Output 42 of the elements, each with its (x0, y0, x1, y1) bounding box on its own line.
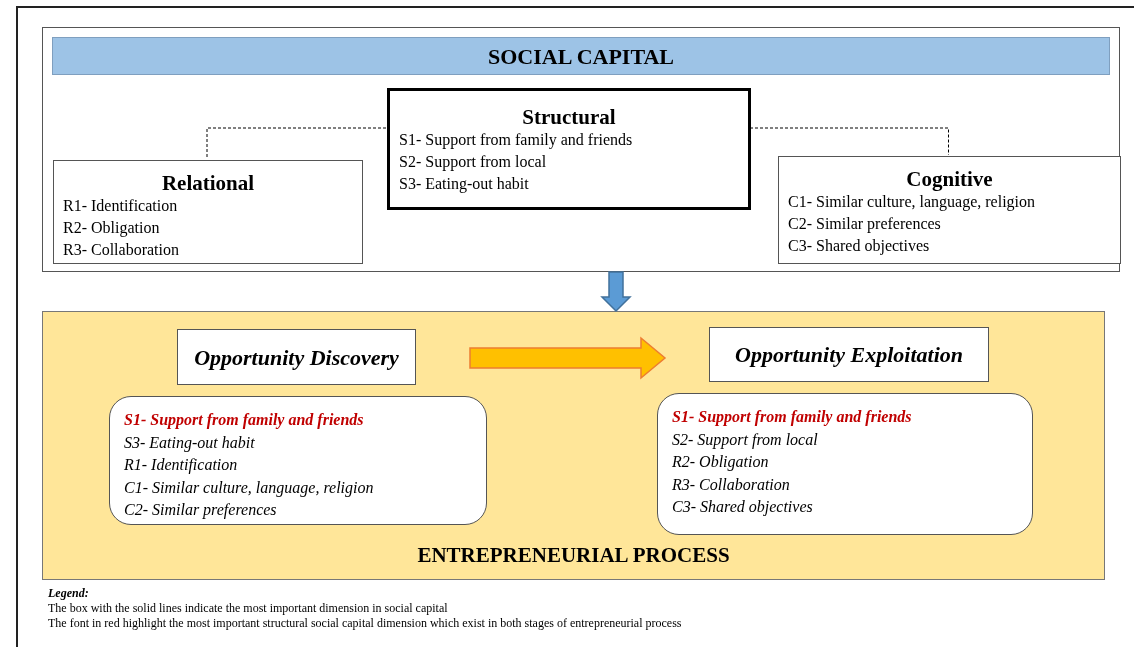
stage-title: Opportunity Discovery (194, 343, 399, 372)
stage-box (709, 327, 989, 382)
dimension-item: C1- Similar culture, language, religion (788, 192, 1036, 213)
dimension-heading: Cognitive (906, 167, 993, 191)
section-title: SOCIAL CAPITAL (488, 42, 674, 71)
block-arrow (600, 271, 632, 313)
section-frame (42, 27, 1120, 272)
connector-line (206, 127, 387, 160)
dimension-item: S3- Eating-out habit (399, 174, 529, 195)
dimension-item: C3- Shared objectives (672, 497, 813, 518)
legend-text: The font in red highlight the most important structural social capital dimension which exist in both stages of entrepreneurial process (48, 616, 682, 631)
dimension-item: R2- Obligation (672, 452, 769, 473)
dimension-item: S2- Support from local (399, 152, 547, 173)
legend-text: The box with the solid lines indicate the most important dimension in social capital (48, 601, 448, 616)
dimension-heading: Structural (522, 105, 616, 129)
stage-title: Opportunity Exploitation (735, 341, 963, 369)
dimension-box (778, 156, 1121, 264)
dimension-item: S1- Support from family and friends (124, 410, 364, 431)
legend-heading: Legend: (48, 586, 89, 601)
dimension-item: C2- Similar preferences (788, 214, 941, 235)
section-title: ENTREPRENEURIAL PROCESS (417, 541, 730, 569)
dimension-list-box (109, 396, 487, 525)
block-arrow (469, 336, 667, 380)
dimension-item: S3- Eating-out habit (124, 432, 255, 454)
dimension-item: R1- Identification (124, 455, 238, 476)
dimension-item: S2- Support from local (672, 429, 818, 451)
dimension-item: R2- Obligation (63, 218, 160, 239)
dimension-item: S1- Support from family and friends (672, 407, 912, 428)
dimension-item: R3- Collaboration (63, 240, 179, 260)
dimension-box (387, 88, 751, 210)
dimension-box (53, 160, 363, 264)
dimension-item: S1- Support from family and friends (399, 130, 633, 151)
stage-box (177, 329, 416, 385)
dimension-item: R3- Collaboration (672, 474, 790, 495)
dimension-heading: Relational (161, 171, 255, 195)
dimension-item: C3- Shared objectives (788, 236, 930, 257)
dimension-item: R1- Identification (63, 196, 178, 216)
connector-line (749, 127, 949, 156)
dimension-list-box (657, 393, 1033, 535)
section-panel (42, 311, 1105, 580)
dimension-item: C2- Similar preferences (124, 500, 277, 521)
dimension-item: C1- Similar culture, language, religion (124, 477, 374, 499)
